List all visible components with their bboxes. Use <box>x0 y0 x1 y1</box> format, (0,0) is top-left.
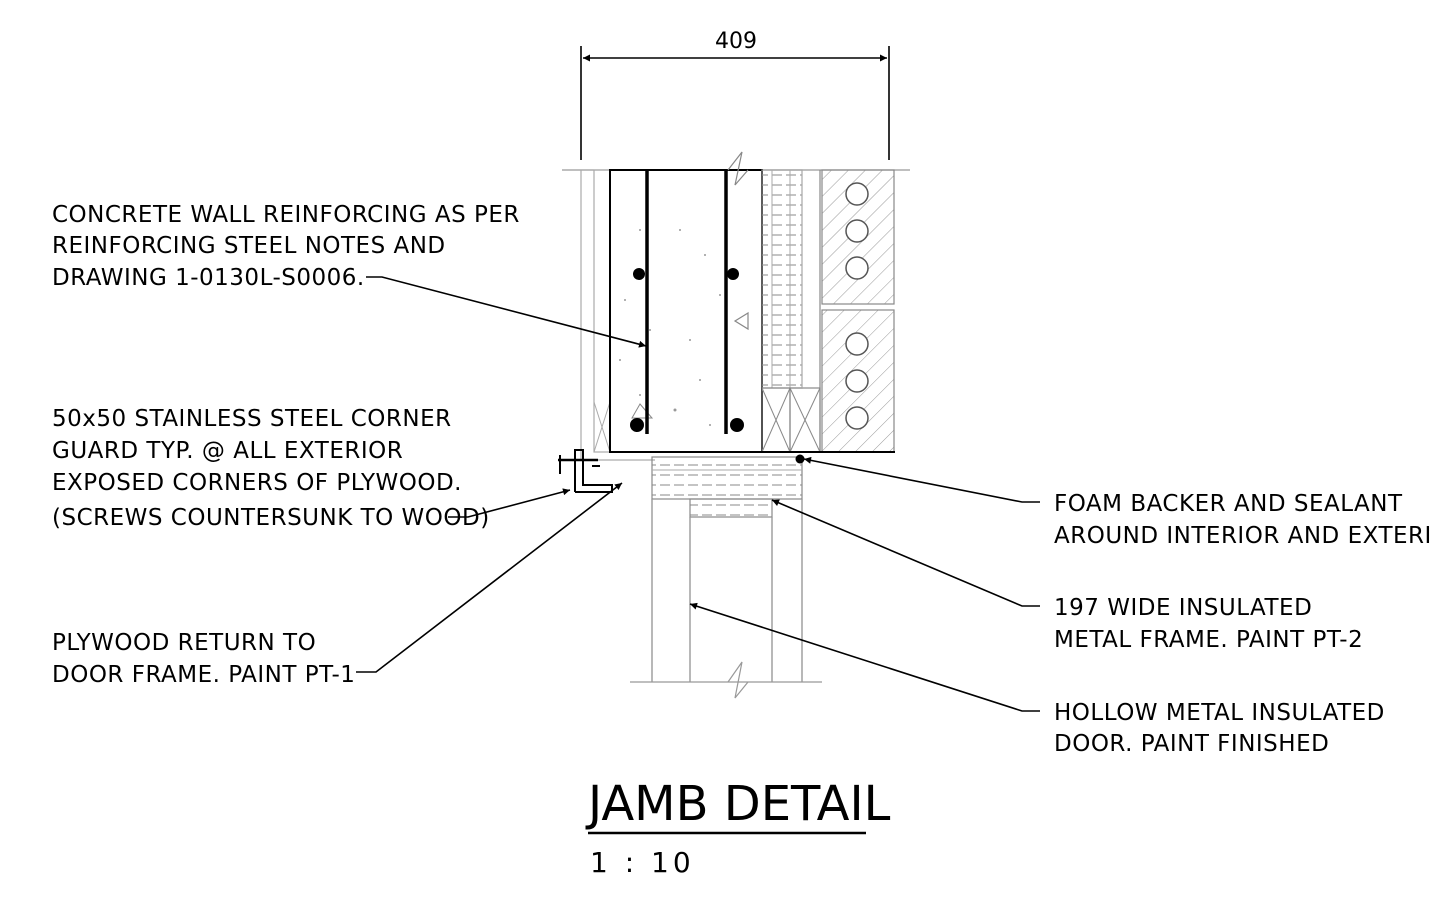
rebar-dot <box>730 418 744 432</box>
concrete-wall <box>609 169 763 453</box>
note-hollow-door: HOLLOW METAL INSULATED DOOR. PAINT FINIS… <box>1054 700 1385 757</box>
blocking-x <box>761 387 791 453</box>
note-foam-backer: FOAM BACKER AND SEALANT AROUND INTERIOR … <box>1054 491 1432 549</box>
door-frame-group <box>630 454 822 699</box>
dimension-group: 409 <box>580 29 890 160</box>
note-corner-guard: 50x50 STAINLESS STEEL CORNER GUARD TYP. … <box>52 406 490 531</box>
sealant-bead <box>795 454 805 464</box>
note-line: PLYWOOD RETURN TO <box>52 630 316 656</box>
leader-plywood-return <box>356 482 623 673</box>
rebar-dot <box>727 268 739 280</box>
note-line: DRAWING 1-0130L-S0006. <box>52 265 365 291</box>
concrete-break-line <box>727 151 749 186</box>
note-line: AROUND INTERIOR AND EXTERIOR. <box>1054 523 1432 549</box>
note-line: 197 WIDE INSULATED <box>1054 595 1312 621</box>
blocking-x <box>789 387 821 453</box>
note-line: 50x50 STAINLESS STEEL CORNER <box>52 406 452 432</box>
masonry-cores <box>845 182 869 430</box>
note-line: EXPOSED CORNERS OF PLYWOOD. <box>52 470 462 496</box>
note-line: FOAM BACKER AND SEALANT <box>1054 491 1403 517</box>
leaders <box>356 276 1040 712</box>
concrete-aggregate <box>619 229 721 426</box>
note-line: HOLLOW METAL INSULATED <box>1054 700 1385 726</box>
leader-corner-guard <box>448 488 571 518</box>
note-line: REINFORCING STEEL NOTES AND <box>52 233 446 259</box>
note-metal-frame: 197 WIDE INSULATED METAL FRAME. PAINT PT… <box>1054 595 1363 653</box>
detail-scale: 1 : 10 <box>590 846 695 879</box>
detail-title-block: JAMB DETAIL 1 : 10 <box>585 776 891 879</box>
note-line: (SCREWS COUNTERSUNK TO WOOD) <box>52 505 490 531</box>
note-line: DOOR FRAME. PAINT PT-1 <box>52 662 355 688</box>
rebar-dot <box>630 418 644 432</box>
note-concrete-wall: CONCRETE WALL REINFORCING AS PER REINFOR… <box>52 202 520 291</box>
leader-concrete-wall <box>366 276 647 348</box>
dimension-value: 409 <box>715 29 757 54</box>
concrete-aggregate-triangle <box>733 311 749 331</box>
leader-hollow-door <box>689 602 1040 712</box>
metal-frame-stop <box>689 498 773 518</box>
door-break-line <box>727 661 749 699</box>
leader-foam-backer <box>803 456 1040 503</box>
rebar-dot <box>633 268 645 280</box>
corner-guard <box>558 449 613 493</box>
metal-frame-head <box>651 456 803 500</box>
note-line: DOOR. PAINT FINISHED <box>1054 731 1329 757</box>
rigid-insulation <box>761 169 803 389</box>
wall-section <box>562 151 910 461</box>
detail-title: JAMB DETAIL <box>585 776 891 832</box>
note-plywood-return: PLYWOOD RETURN TO DOOR FRAME. PAINT PT-1 <box>52 630 355 688</box>
leader-metal-frame <box>771 499 1040 607</box>
note-line: METAL FRAME. PAINT PT-2 <box>1054 627 1363 653</box>
note-line: CONCRETE WALL REINFORCING AS PER <box>52 202 520 228</box>
plywood-x-2 <box>593 401 611 453</box>
note-line: GUARD TYP. @ ALL EXTERIOR <box>52 438 403 464</box>
